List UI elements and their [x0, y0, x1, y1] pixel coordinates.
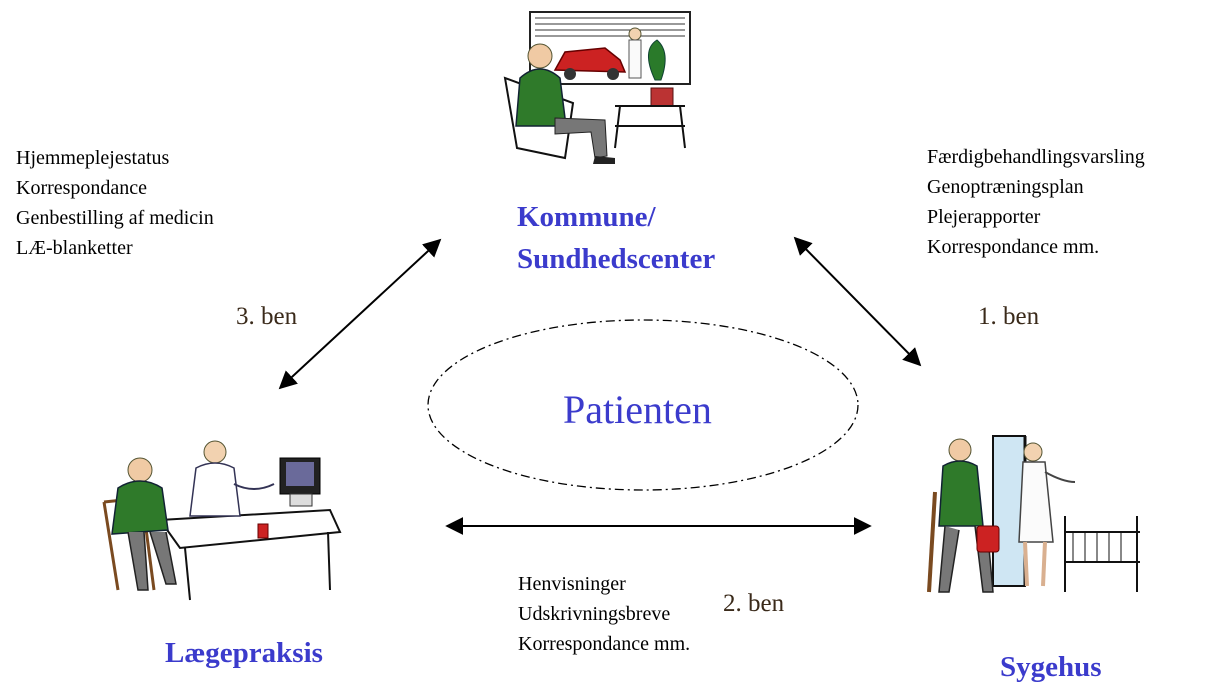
message-item: Korrespondance	[16, 177, 148, 199]
ben3-label: 3. ben	[236, 303, 298, 330]
kommune-title-line2: Sundhedscenter	[517, 243, 716, 275]
sygehus-title: Sygehus	[1000, 651, 1102, 683]
ben1-label: 1. ben	[978, 303, 1040, 330]
message-item: Henvisninger	[518, 573, 626, 595]
patient-with-nurse-icon	[927, 435, 1140, 593]
arrow-ben3	[278, 238, 442, 390]
elderly-man-in-chair-icon	[503, 11, 691, 164]
message-item: Færdigbehandlingsvarsling	[927, 146, 1145, 168]
message-item: Hjemmeplejestatus	[16, 147, 170, 169]
kommune-laege-messages: Hjemmeplejestatus Korrespondance Genbest…	[16, 143, 214, 263]
message-item: LÆ-blanketter	[16, 237, 133, 259]
patient-ellipse	[427, 319, 859, 491]
message-item: Plejerapporter	[927, 206, 1041, 228]
doctor-consultation-icon	[102, 440, 342, 601]
laegepraksis-title: Lægepraksis	[165, 637, 323, 669]
arrow-ben1	[793, 236, 922, 367]
message-item: Genoptræningsplan	[927, 176, 1084, 198]
message-item: Korrespondance mm.	[927, 236, 1100, 258]
laege-sygehus-messages: Henvisninger Udskrivningsbreve Korrespon…	[518, 569, 690, 659]
patient-label: Patienten	[563, 387, 712, 432]
kommune-sygehus-messages: Færdigbehandlingsvarsling Genoptræningsp…	[927, 142, 1145, 262]
message-item: Udskrivningsbreve	[518, 603, 671, 625]
ben2-label: 2. ben	[723, 590, 785, 617]
message-item: Korrespondance mm.	[518, 633, 691, 655]
message-item: Genbestilling af medicin	[16, 207, 214, 229]
kommune-title: Kommune/ Sundhedscenter	[517, 196, 715, 280]
kommune-title-line1: Kommune/	[517, 201, 656, 233]
